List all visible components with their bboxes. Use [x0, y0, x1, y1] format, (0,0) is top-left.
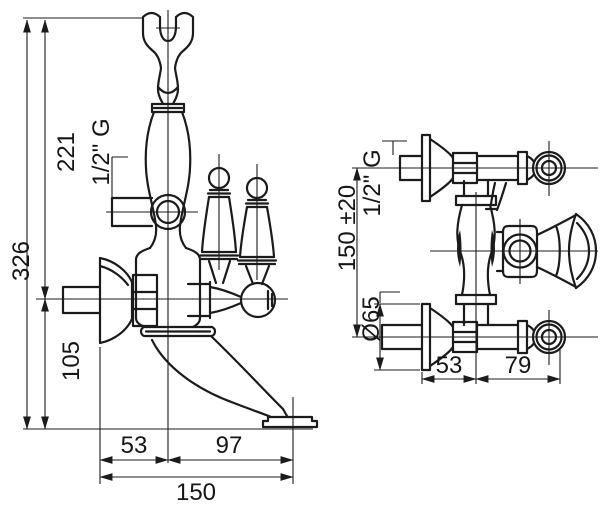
wall-inlet	[61, 256, 159, 345]
dim-width-right-label: 97	[216, 432, 243, 459]
side-thread-label: 1/2" G	[359, 149, 386, 216]
front-thread-leader	[111, 156, 128, 198]
front-view-fixture	[61, 11, 319, 429]
side-view-fixture	[380, 133, 598, 372]
valve-body	[134, 246, 277, 338]
dim-width-left-label: 53	[121, 432, 148, 459]
dimension-lines	[23, 19, 561, 481]
dim-lower-height-label: 105	[58, 341, 85, 381]
dim-depth-left-label: 53	[436, 352, 463, 379]
side-thread-leader	[382, 140, 407, 155]
spout	[150, 335, 319, 429]
centerlines-and-extensions	[23, 10, 598, 484]
diameter-leader	[374, 291, 420, 371]
dim-inlet-spacing-label: 150 ±20	[334, 185, 361, 272]
dim-depth-right-label: 79	[505, 352, 532, 379]
dim-overall-height-label: 326	[8, 241, 35, 281]
dim-escutcheon-diameter-label: Ø65	[358, 296, 385, 341]
dim-upper-height-label: 221	[53, 132, 80, 172]
front-thread-label: 1/2" G	[88, 118, 115, 185]
dim-overall-width-label: 150	[176, 479, 216, 506]
side-top-inlet	[398, 133, 567, 212]
dimension-labels: 326 221 105 1/2" G 53 97 150 150 ±20 1/2…	[8, 118, 531, 506]
